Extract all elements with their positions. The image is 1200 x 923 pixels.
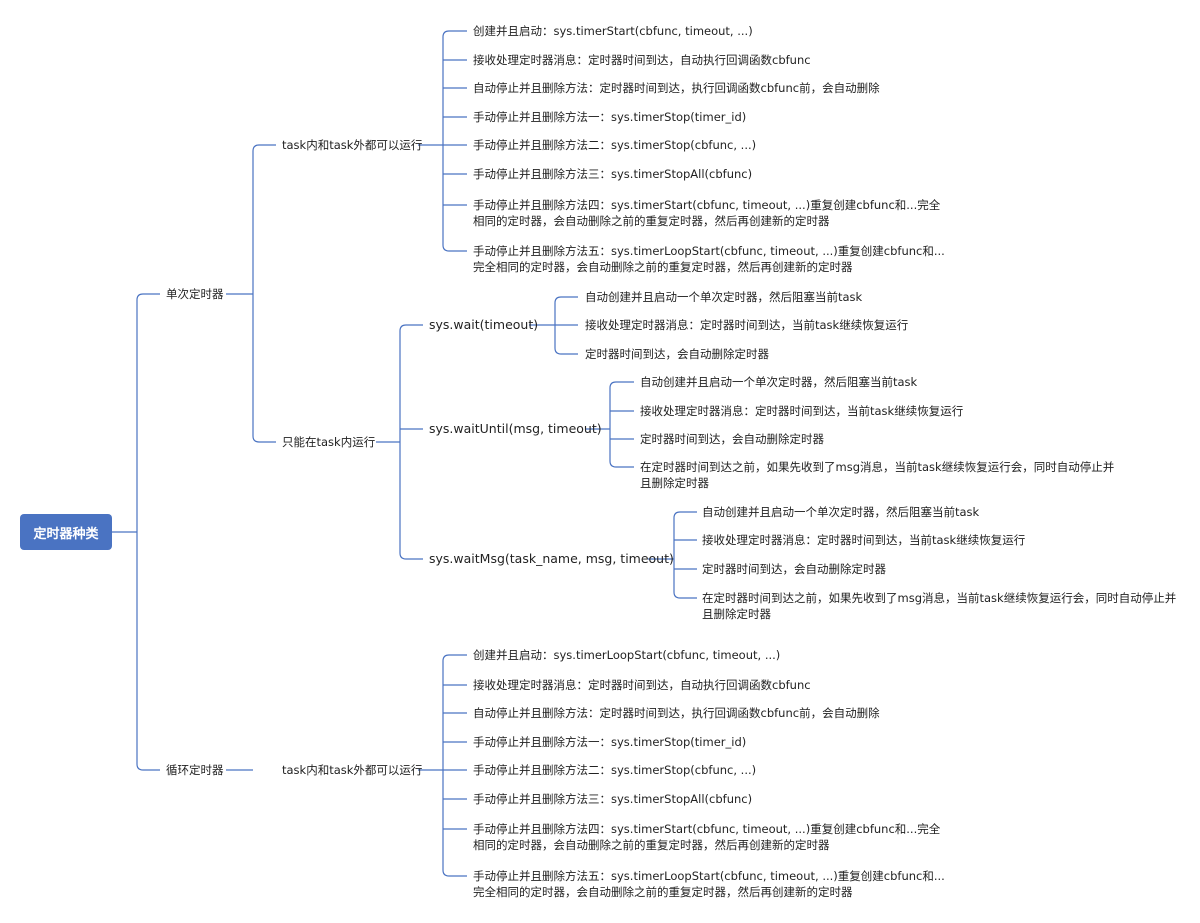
leaf-wait-until-3: 在定时器时间到达之前，如果先收到了msg消息，当前task继续恢复运行会，同时自…	[640, 460, 1115, 490]
leaf-single-anywhere-5: 手动停止并且删除方法三：sys.timerStopAll(cbfunc)	[473, 167, 753, 181]
leaf-loop-anywhere-2: 自动停止并且删除方法：定时器时间到达，执行回调函数cbfunc前，会自动删除	[473, 706, 880, 720]
leaf-single-anywhere-1: 接收处理定时器消息：定时器时间到达，自动执行回调函数cbfunc	[473, 53, 811, 67]
leaf-loop-anywhere-5: 手动停止并且删除方法三：sys.timerStopAll(cbfunc)	[473, 792, 753, 806]
node-sys-wait-msg[interactable]: sys.waitMsg(task_name, msg, timeout)	[429, 551, 674, 566]
leaf-wait-2: 定时器时间到达，会自动删除定时器	[585, 347, 769, 361]
leaf-single-anywhere-0: 创建并且启动：sys.timerStart(cbfunc, timeout, .…	[473, 24, 753, 38]
root-node[interactable]: 定时器种类	[20, 514, 112, 550]
leaf-wait-0: 自动创建并且启动一个单次定时器，然后阻塞当前task	[585, 290, 863, 304]
node-loop-anywhere[interactable]: task内和task外都可以运行	[282, 763, 423, 777]
leaf-wait-until-2: 定时器时间到达，会自动删除定时器	[640, 432, 824, 446]
leaf-wait-msg-2: 定时器时间到达，会自动删除定时器	[702, 562, 886, 576]
node-single-timer[interactable]: 单次定时器	[166, 287, 224, 301]
connector-loop-anywhere	[418, 654, 467, 877]
connector-sys-wait-msg	[648, 511, 697, 599]
leaf-single-anywhere-2: 自动停止并且删除方法：定时器时间到达，执行回调函数cbfunc前，会自动删除	[473, 81, 880, 95]
leaf-loop-anywhere-1: 接收处理定时器消息：定时器时间到达，自动执行回调函数cbfunc	[473, 678, 811, 692]
leaf-wait-msg-0: 自动创建并且启动一个单次定时器，然后阻塞当前task	[702, 505, 980, 519]
leaf-wait-until-1: 接收处理定时器消息：定时器时间到达，当前task继续恢复运行	[640, 404, 964, 418]
connector-sys-wait	[529, 296, 578, 355]
node-task-only[interactable]: 只能在task内运行	[282, 435, 376, 449]
connector-single-timer	[226, 144, 276, 443]
leaf-loop-anywhere-6: 手动停止并且删除方法四：sys.timerStart(cbfunc, timeo…	[473, 822, 941, 852]
connector-task-only	[376, 324, 423, 560]
node-sys-wait[interactable]: sys.wait(timeout)	[429, 317, 539, 332]
node-sys-wait-until[interactable]: sys.waitUntil(msg, timeout)	[429, 421, 602, 436]
leaf-loop-anywhere-3: 手动停止并且删除方法一：sys.timerStop(timer_id)	[473, 735, 747, 749]
leaf-single-anywhere-4: 手动停止并且删除方法二：sys.timerStop(cbfunc, ...)	[473, 138, 757, 152]
leaf-wait-msg-1: 接收处理定时器消息：定时器时间到达，当前task继续恢复运行	[702, 533, 1026, 547]
leaf-loop-anywhere-4: 手动停止并且删除方法二：sys.timerStop(cbfunc, ...)	[473, 763, 757, 777]
leaf-wait-1: 接收处理定时器消息：定时器时间到达，当前task继续恢复运行	[585, 318, 909, 332]
leaf-single-anywhere-3: 手动停止并且删除方法一：sys.timerStop(timer_id)	[473, 110, 747, 124]
connector-single-anywhere	[418, 30, 467, 252]
leaf-wait-msg-3: 在定时器时间到达之前，如果先收到了msg消息，当前task继续恢复运行会，同时自…	[702, 591, 1177, 621]
leaf-loop-anywhere-0: 创建并且启动：sys.timerLoopStart(cbfunc, timeou…	[473, 648, 781, 662]
node-single-anywhere[interactable]: task内和task外都可以运行	[282, 138, 423, 152]
node-loop-timer[interactable]: 循环定时器	[166, 763, 224, 777]
leaf-single-anywhere-7: 手动停止并且删除方法五：sys.timerLoopStart(cbfunc, t…	[473, 244, 945, 274]
leaf-single-anywhere-6: 手动停止并且删除方法四：sys.timerStart(cbfunc, timeo…	[473, 198, 941, 228]
leaf-loop-anywhere-7: 手动停止并且删除方法五：sys.timerLoopStart(cbfunc, t…	[473, 869, 945, 899]
connector-sys-wait-until	[586, 381, 634, 468]
leaf-wait-until-0: 自动创建并且启动一个单次定时器，然后阻塞当前task	[640, 375, 918, 389]
connector-root	[112, 293, 160, 771]
